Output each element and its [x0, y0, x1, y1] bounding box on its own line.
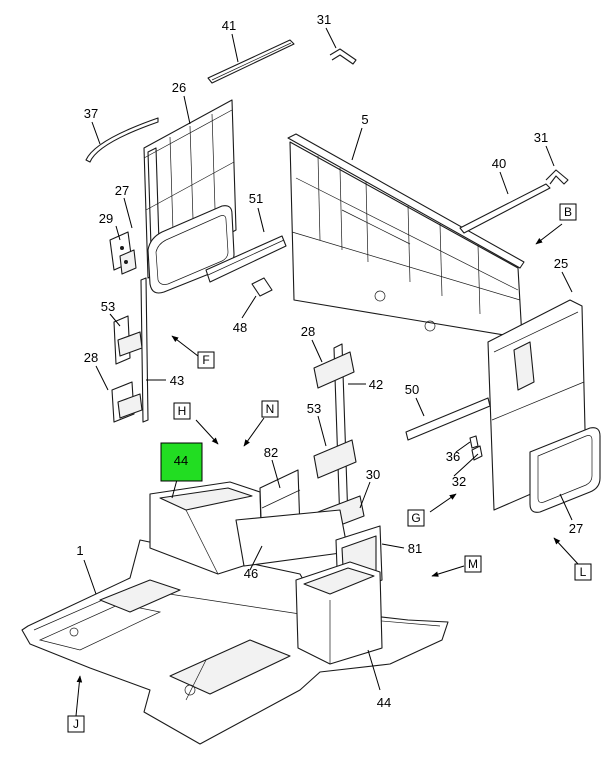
view-label-h[interactable]: H [173, 402, 191, 420]
highlight-label: 44 [174, 453, 188, 468]
view-label-b[interactable]: B [559, 203, 577, 221]
part-number: 41 [222, 18, 236, 33]
part-number: 82 [264, 445, 278, 460]
window-27-right [529, 427, 601, 513]
sill-50 [405, 397, 491, 441]
part-number: 27 [569, 521, 583, 536]
part-number: 31 [317, 12, 331, 27]
svg-text:H: H [178, 404, 187, 418]
view-label-g[interactable]: G [407, 509, 425, 527]
part-number: 5 [361, 112, 368, 127]
part-number: 44 [377, 695, 391, 710]
part-number: 1 [76, 543, 83, 558]
view-label-f[interactable]: F [197, 351, 215, 369]
svg-text:N: N [266, 402, 275, 416]
frame-82 [235, 469, 349, 567]
part-number: 43 [170, 373, 184, 388]
view-label-l[interactable]: L [574, 563, 592, 581]
rail-41 [207, 39, 295, 84]
rail-40 [459, 183, 551, 234]
part-number: 51 [249, 191, 263, 206]
part-number: 28 [84, 350, 98, 365]
part-number: 50 [405, 382, 419, 397]
part-number: 42 [369, 377, 383, 392]
part-number: 27 [115, 183, 129, 198]
highlighted-part-44[interactable]: 44 [160, 442, 203, 482]
part-number: 46 [244, 566, 258, 581]
rod-43 [140, 277, 149, 423]
view-label-m[interactable]: M [464, 555, 482, 573]
view-label-j[interactable]: J [67, 715, 85, 733]
part-number: 30 [366, 467, 380, 482]
part-number: 48 [233, 320, 247, 335]
floor-1 [21, 539, 449, 745]
part-number: 53 [101, 299, 115, 314]
part-number: 53 [307, 401, 321, 416]
svg-text:M: M [468, 557, 478, 571]
bracket-28-left [111, 381, 143, 423]
part-number: 26 [172, 80, 186, 95]
part-number: 32 [452, 474, 466, 489]
svg-text:B: B [564, 205, 572, 219]
part-number: 28 [301, 324, 315, 339]
highlight-box[interactable] [160, 442, 203, 482]
small-parts-36-32 [469, 435, 483, 461]
part-number: 31 [534, 130, 548, 145]
part-number: 37 [84, 106, 98, 121]
bracket-53-left [113, 315, 143, 365]
post-42 [313, 343, 365, 533]
clip-48 [251, 277, 273, 297]
part-number: 81 [408, 541, 422, 556]
view-label-n[interactable]: N [261, 400, 279, 418]
part-number: 36 [446, 449, 460, 464]
svg-text:F: F [202, 353, 209, 367]
sill-51 [205, 235, 287, 283]
rear-wall-5 [287, 133, 525, 339]
bracket-31-top [329, 48, 357, 65]
part-drawings [21, 39, 601, 745]
part-number: 40 [492, 156, 506, 171]
strip-37 [85, 117, 159, 163]
part-number-labels: 41 31 26 37 5 31 40 27 29 51 25 48 53 28… [76, 12, 583, 710]
bracket-31-right [545, 169, 569, 185]
svg-text:G: G [411, 511, 420, 525]
svg-text:L: L [580, 565, 587, 579]
hinge-29 [109, 231, 137, 275]
part-number: 25 [554, 256, 568, 271]
box-44-right [295, 561, 383, 665]
view-labels: B F H N G M L J [67, 203, 592, 733]
console-44-left [149, 481, 263, 575]
svg-text:J: J [73, 717, 79, 731]
part-number: 29 [99, 211, 113, 226]
